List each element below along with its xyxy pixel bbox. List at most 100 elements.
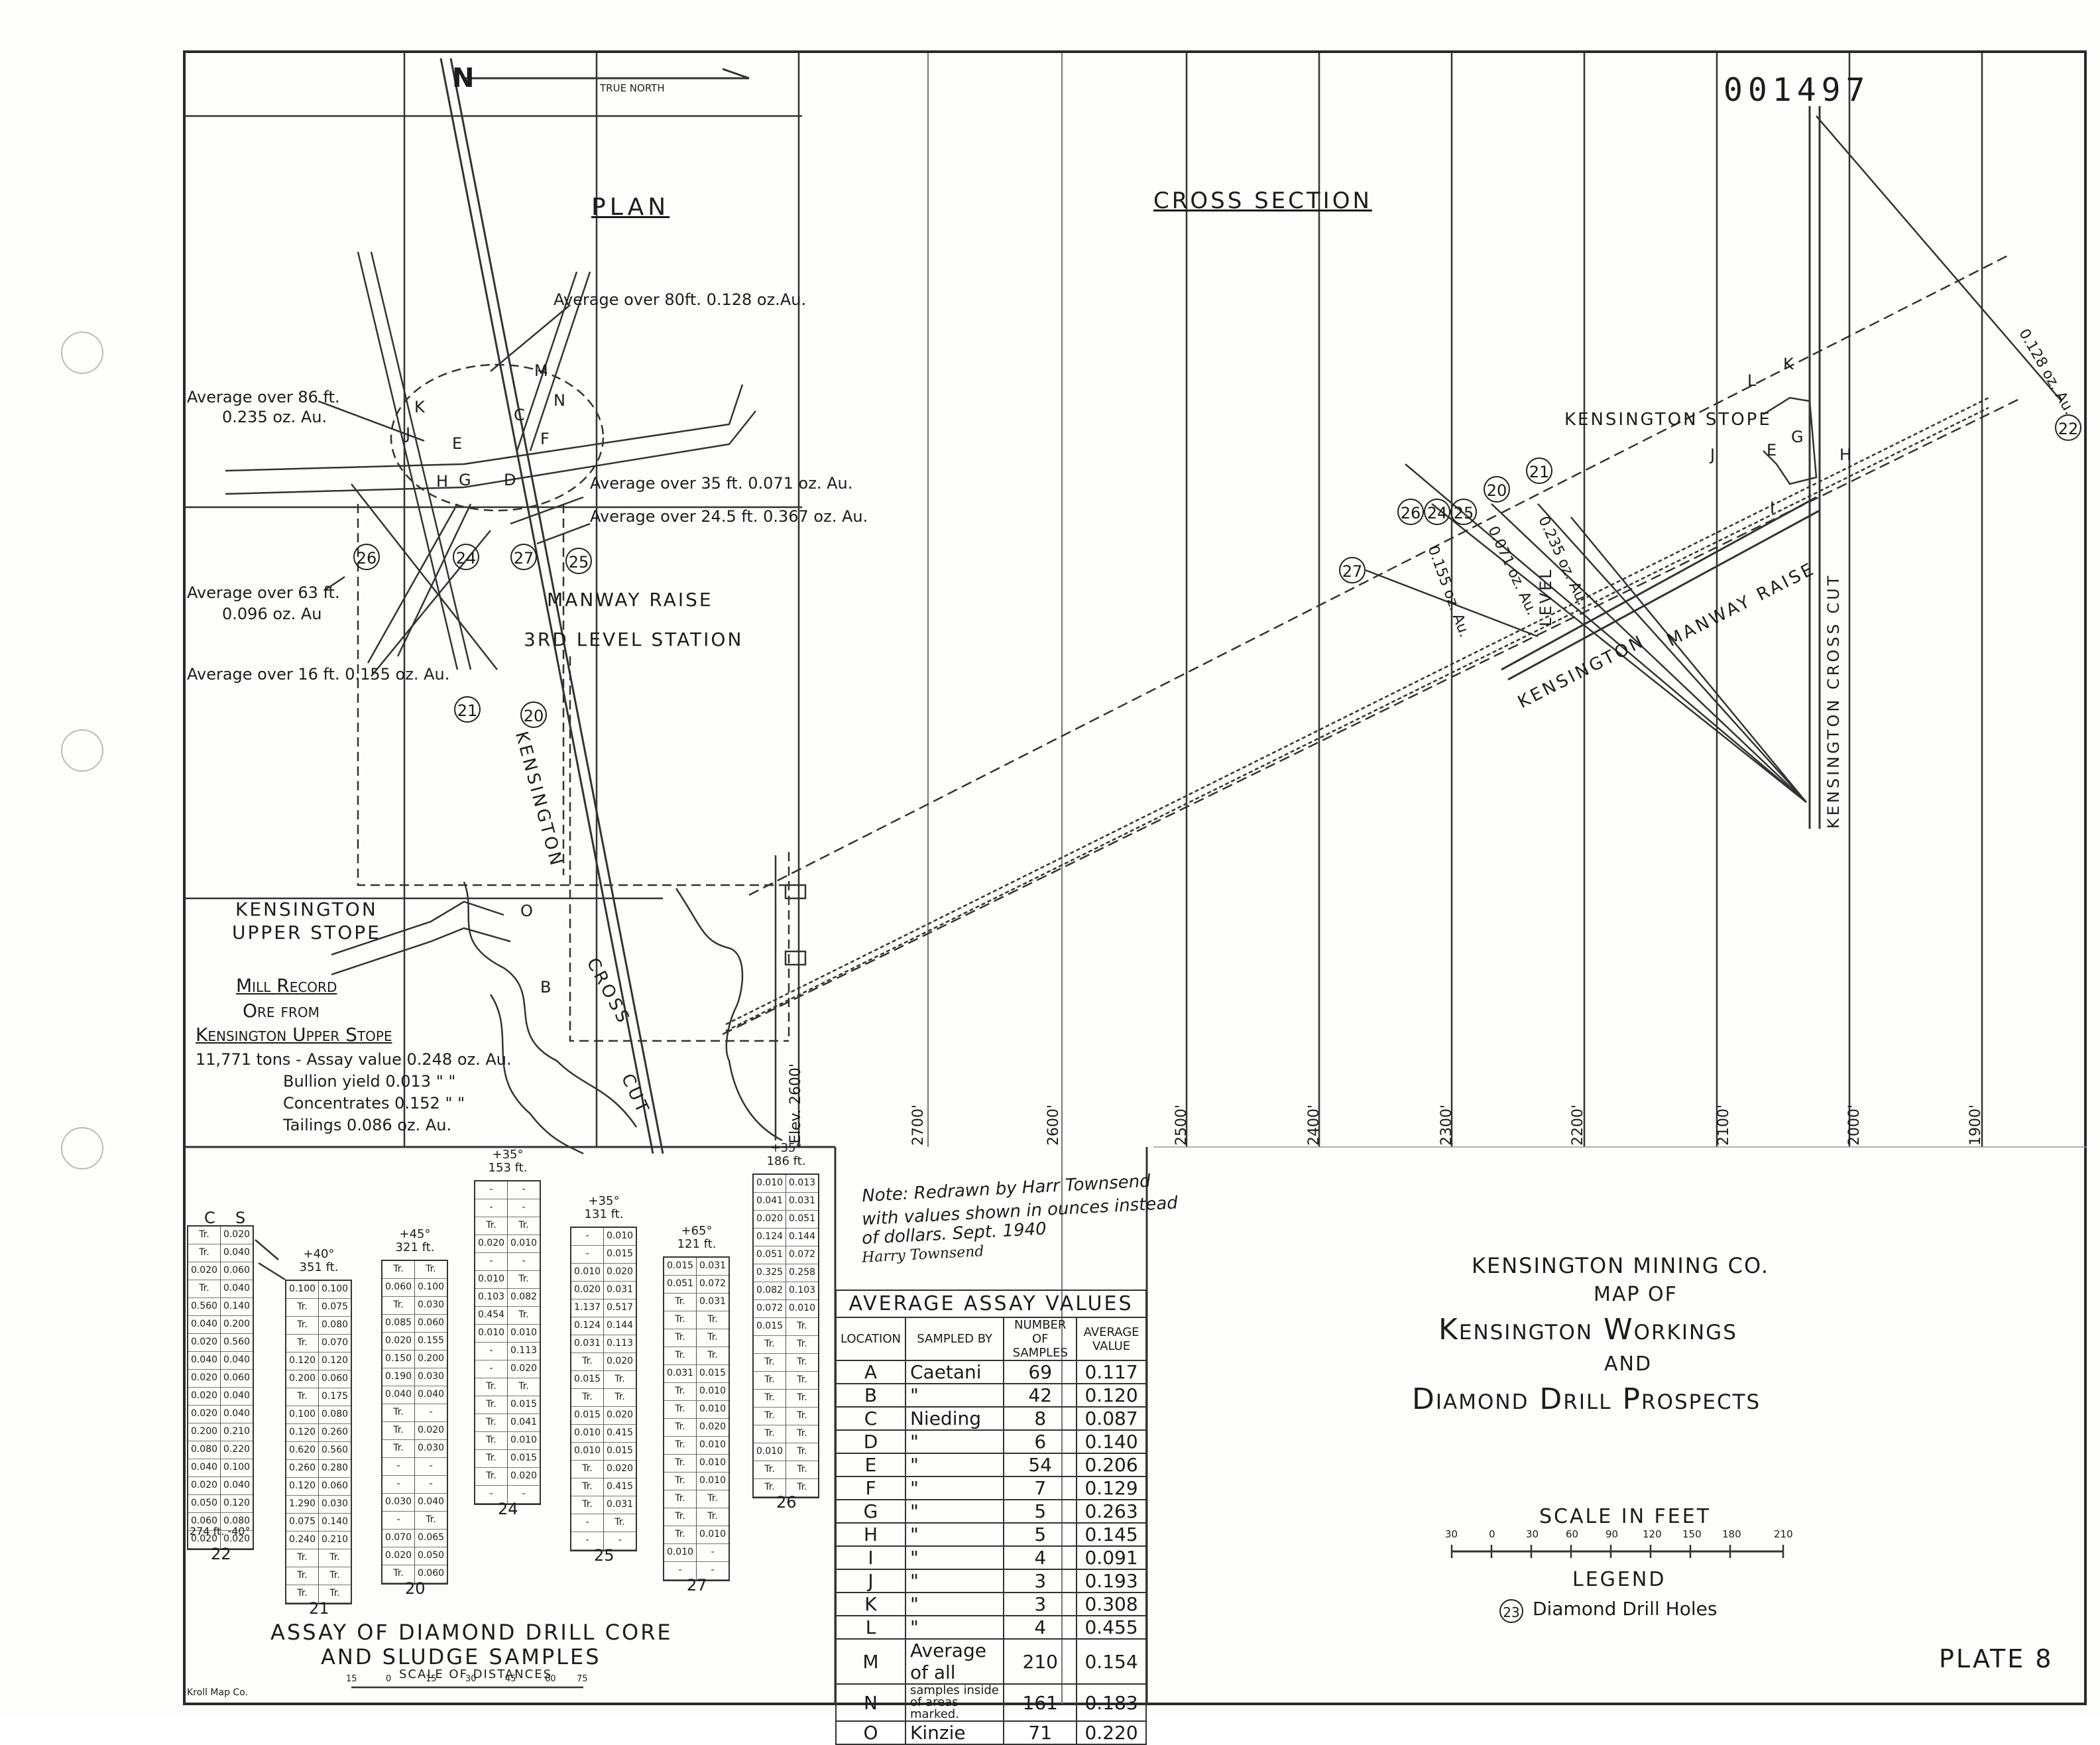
assay-cell: 0.040 xyxy=(188,1352,220,1370)
assay-cell: Tr. xyxy=(664,1473,696,1490)
assay-cell: 0.200 xyxy=(188,1423,220,1441)
assay-cell: Tr. xyxy=(286,1335,318,1353)
assay-cell: Tr. xyxy=(786,1461,818,1479)
location-letter: K xyxy=(414,398,425,416)
assay-cell: 0.040 xyxy=(221,1406,253,1423)
elevation-label: 2200' xyxy=(1570,1104,1586,1146)
assay-cell: 0.060 xyxy=(415,1565,447,1583)
assay-cell: 0.010 xyxy=(664,1544,696,1562)
map-title-line2: Diamond Drill Prospects xyxy=(1412,1382,1761,1416)
drill-hole-marker: 26 xyxy=(353,544,380,570)
assay-cell: - xyxy=(475,1199,507,1217)
assay-cell: - xyxy=(571,1514,603,1532)
assay-cell: 0.175 xyxy=(319,1388,351,1406)
scale-tick: 60 xyxy=(1566,1528,1579,1540)
company-name: KENSINGTON MINING CO. xyxy=(1472,1253,1770,1278)
assay-cell: - xyxy=(475,1486,507,1504)
assay-cell: 0.051 xyxy=(786,1211,818,1229)
assay-cell: 0.020 xyxy=(475,1235,507,1253)
assay-cell: Tr. xyxy=(754,1461,786,1479)
assay-cell: 0.020 xyxy=(604,1264,636,1282)
assay-cell: - xyxy=(415,1476,447,1494)
assay-cell: 0.020 xyxy=(382,1333,414,1351)
assay-cell: 0.060 xyxy=(319,1478,351,1496)
assay-cell: 0.050 xyxy=(415,1547,447,1565)
hole-angle-label: +45° 321 ft. xyxy=(395,1227,435,1254)
assay-cell: 0.013 xyxy=(786,1175,818,1193)
assay-cell: 0.120 xyxy=(221,1495,253,1513)
assay-cell: 0.040 xyxy=(221,1388,253,1406)
assay-cell: Tr. xyxy=(604,1371,636,1389)
assay-cell: 0.082 xyxy=(754,1282,786,1300)
assay-cell: Tr. xyxy=(571,1389,603,1407)
table-cell: 0.091 xyxy=(1076,1545,1147,1570)
assay-cell: - xyxy=(475,1181,507,1199)
assay-cell: Tr. xyxy=(571,1461,603,1478)
scale-of-distances: SCALE OF DISTANCES xyxy=(399,1667,553,1681)
location-letter: L xyxy=(1747,371,1757,390)
assay-cell: Tr. xyxy=(286,1585,318,1603)
assay-cell: Tr. xyxy=(754,1479,786,1497)
assay-cell: 0.010 xyxy=(697,1383,729,1401)
table-cell: I xyxy=(835,1545,906,1570)
assay-cell: 0.144 xyxy=(786,1229,818,1246)
hole-id-label: 26 xyxy=(776,1493,797,1512)
distance-tick: 60 xyxy=(545,1674,556,1684)
assay-cell: 0.031 xyxy=(604,1282,636,1299)
elevation-label: 2000' xyxy=(1846,1104,1863,1146)
assay-cell: 0.030 xyxy=(415,1297,447,1315)
assay-cell: 0.113 xyxy=(508,1343,540,1360)
north-letter: N xyxy=(452,63,475,93)
drill-hole-marker: 25 xyxy=(565,548,592,574)
assay-cell: Tr. xyxy=(786,1336,818,1354)
distance-tick: 75 xyxy=(577,1674,588,1684)
table-cell: 0.220 xyxy=(1076,1720,1147,1745)
location-letter: E xyxy=(452,434,463,453)
assay-cell: 0.070 xyxy=(382,1530,414,1547)
hole-depth-label: 274 ft. -40° xyxy=(190,1525,251,1537)
mill-record-l6: Concentrates 0.152 " " xyxy=(283,1094,465,1113)
table-cell: 161 xyxy=(1003,1683,1078,1722)
assay-cell: 0.072 xyxy=(697,1276,729,1294)
table-cell: " xyxy=(904,1615,1005,1640)
table-cell: D xyxy=(835,1429,906,1454)
location-letter: N xyxy=(554,391,565,410)
assay-cell: 0.010 xyxy=(754,1443,786,1461)
assay-cell: 0.280 xyxy=(319,1460,351,1478)
assay-cell: 0.080 xyxy=(221,1513,253,1531)
assay-cell: Tr. xyxy=(786,1443,818,1461)
assay-cell: Tr. xyxy=(604,1389,636,1407)
table-cell: E xyxy=(835,1453,906,1477)
average-assay-title: AVERAGE ASSAY VALUES xyxy=(835,1290,1147,1317)
assay-cell: Tr. xyxy=(508,1378,540,1396)
assay-cell: Tr. xyxy=(319,1585,351,1603)
mill-record-l1: Mill Record xyxy=(236,975,337,996)
assay-cell: 0.015 xyxy=(508,1450,540,1468)
hole-angle-label: +35° 153 ft. xyxy=(488,1148,528,1175)
assay-cell: 0.010 xyxy=(475,1271,507,1289)
assay-cell: Tr. xyxy=(475,1450,507,1468)
location-letter: C xyxy=(514,406,525,424)
assay-cell: Tr. xyxy=(382,1422,414,1440)
assay-cell: 0.051 xyxy=(754,1246,786,1264)
hole-angle-label: +35° 186 ft. xyxy=(766,1141,806,1168)
drill-hole-marker: 20 xyxy=(1484,476,1510,503)
hole-id-label: 22 xyxy=(211,1545,231,1563)
assay-title-l1: ASSAY OF DIAMOND DRILL CORE xyxy=(270,1620,673,1645)
mill-record-l7: Tailings 0.086 oz. Au. xyxy=(283,1116,452,1134)
assay-cell: Tr. xyxy=(664,1508,696,1526)
assay-cell: Tr. xyxy=(188,1244,220,1262)
assay-cell: Tr. xyxy=(475,1396,507,1414)
assay-cell: 0.080 xyxy=(188,1441,220,1459)
assay-cell: 0.560 xyxy=(188,1298,220,1316)
table-cell: 42 xyxy=(1003,1383,1078,1408)
scale-title: SCALE IN FEET xyxy=(1539,1505,1712,1528)
note-avg63-1: Average over 63 ft. xyxy=(187,583,340,602)
